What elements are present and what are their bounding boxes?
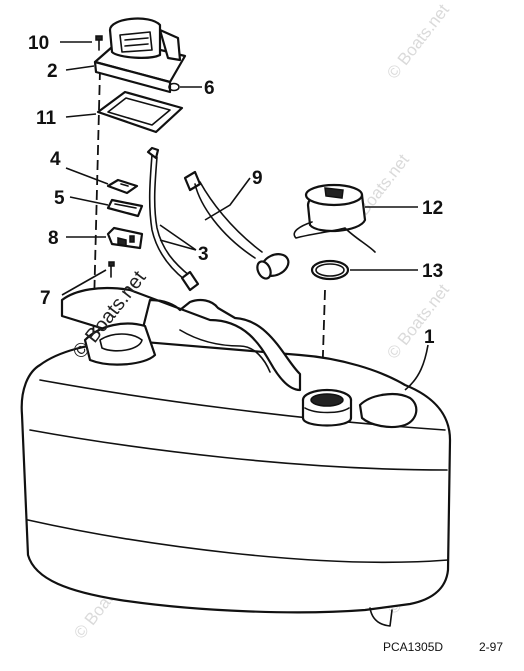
clip	[106, 178, 139, 195]
leader-lines	[60, 41, 429, 391]
cap-gasket	[310, 259, 350, 281]
o-ring	[168, 82, 180, 92]
watermark: © Boats.net	[383, 280, 453, 362]
callout-6: 6	[204, 78, 215, 99]
screw	[108, 261, 115, 278]
float-bracket	[106, 198, 144, 218]
watermark: © Boats.net	[383, 0, 453, 82]
callout-3: 3	[198, 244, 209, 265]
callout-8: 8	[48, 228, 59, 249]
callout-9: 9	[252, 168, 263, 189]
gasket	[96, 90, 184, 134]
pickup-tube	[146, 146, 200, 292]
callout-13: 13	[422, 261, 443, 282]
drawing-code: PCA1305D	[383, 640, 443, 654]
fuel-tank	[20, 286, 452, 627]
callout-11: 11	[36, 108, 57, 129]
callout-2: 2	[47, 61, 58, 82]
retainer	[106, 226, 144, 250]
screw	[95, 35, 103, 51]
callout-10: 10	[28, 33, 49, 54]
float-arm	[183, 170, 290, 280]
filler-cap	[293, 183, 376, 253]
callout-4: 4	[50, 149, 61, 170]
fuel-gauge	[93, 17, 187, 94]
callout-1: 1	[424, 327, 435, 348]
callout-7: 7	[40, 288, 51, 309]
callout-12: 12	[422, 198, 443, 219]
callout-5: 5	[54, 188, 65, 209]
callout-labels: 10 2 6 11 4 5 8 7 9 3 12 13 1	[28, 33, 443, 348]
revision: 2-97	[479, 640, 503, 654]
